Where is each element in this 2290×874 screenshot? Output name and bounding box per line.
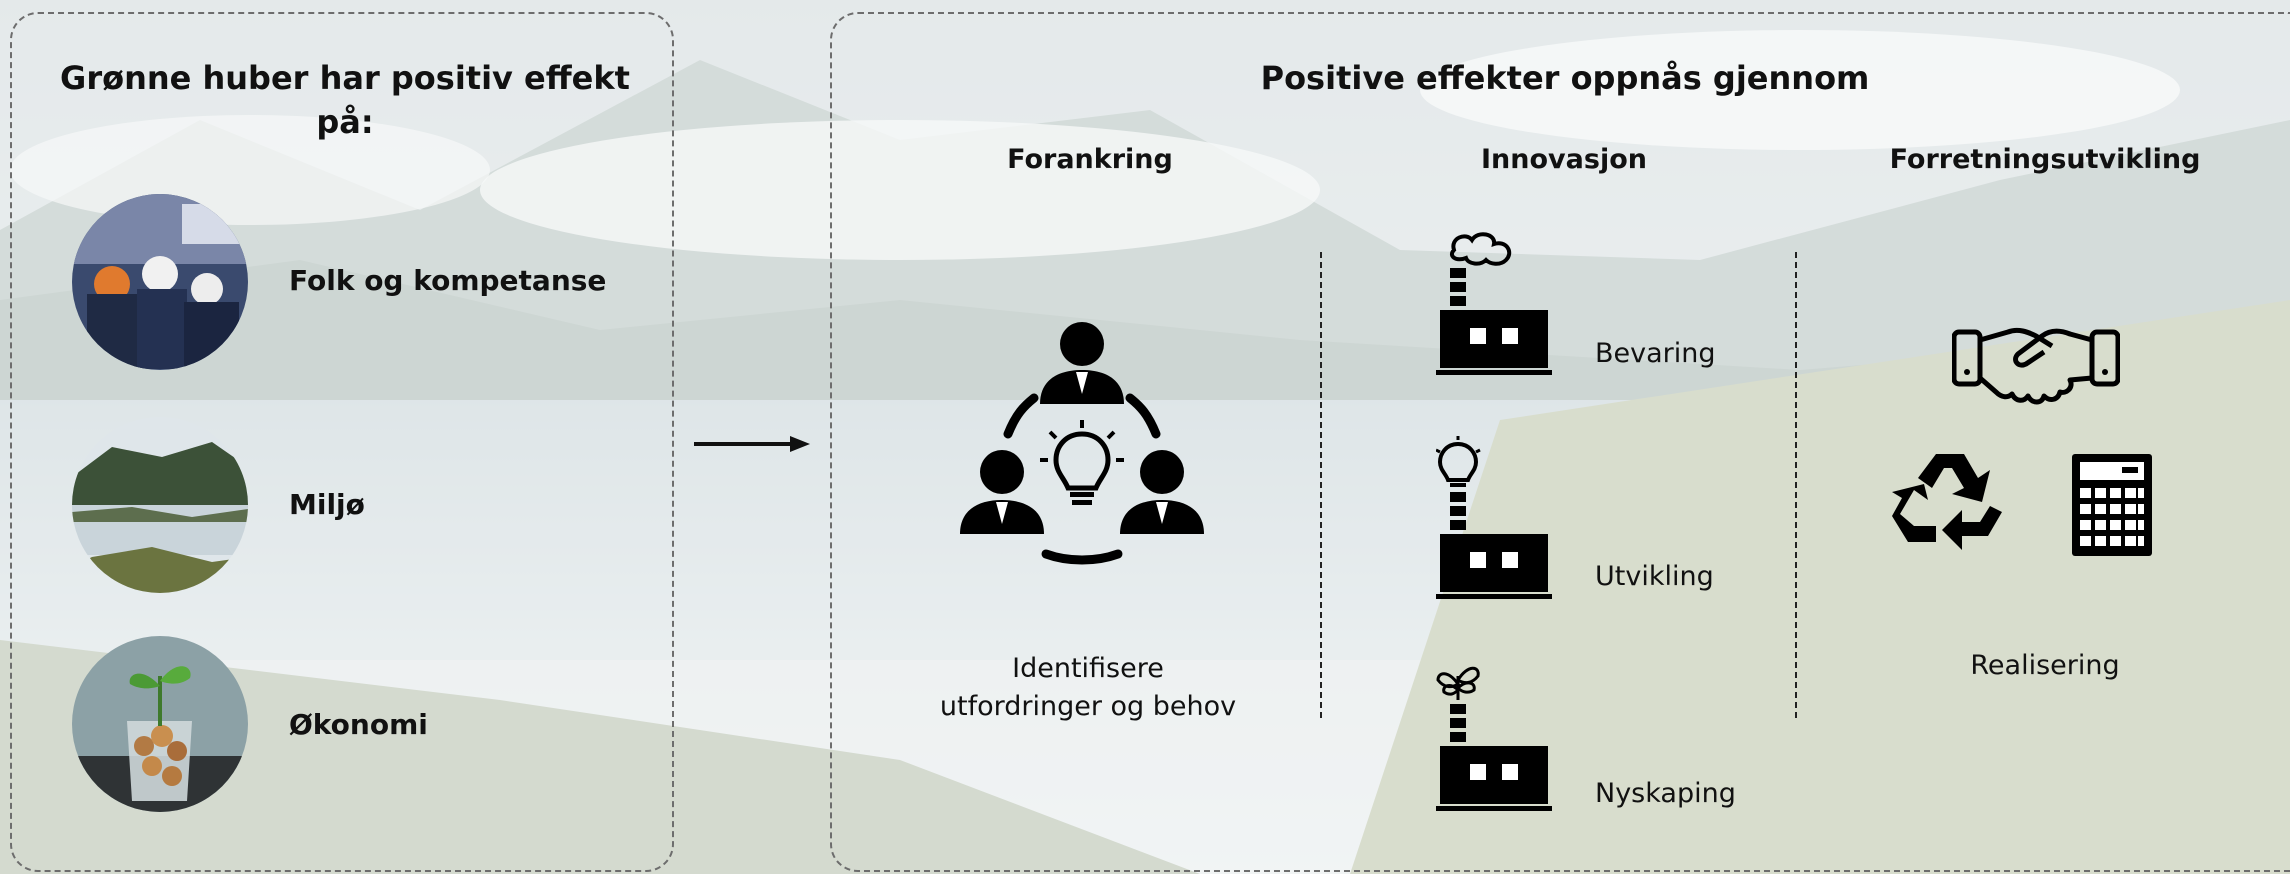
innovasjon-label-nyskaping: Nyskaping: [1595, 778, 1736, 809]
handshake-icon: [1952, 327, 2120, 405]
fjord-landscape-photo-icon: [72, 417, 248, 593]
left-title-line2: på:: [316, 103, 374, 141]
left-panel: [10, 12, 674, 872]
factory-lightbulb-icon: [1436, 436, 1552, 599]
left-title-line1: Grønne huber har positiv effekt: [60, 59, 630, 97]
forankring-caption-line1: Identifisere: [1012, 653, 1164, 684]
forankring-caption-line2: utfordringer og behov: [939, 691, 1237, 722]
recycle-icon: [1892, 454, 2002, 550]
item-label-okonomi: Økonomi: [289, 708, 428, 741]
factory-smoke-icon: [1436, 232, 1552, 375]
factory-sprout-icon: [1436, 666, 1552, 811]
column-divider-1: [1320, 252, 1322, 718]
column-divider-2: [1795, 252, 1797, 718]
forankring-caption: Identifisere utfordringer og behov: [918, 650, 1258, 726]
innovasjon-label-utvikling: Utvikling: [1595, 561, 1714, 592]
team-idea-icon: [960, 322, 1204, 565]
column-heading-forankring: Forankring: [1007, 144, 1173, 175]
right-panel-title: Positive effekter oppnås gjennom: [1260, 59, 1870, 97]
left-panel-title: Grønne huber har positiv effekt på:: [40, 56, 650, 144]
right-panel: [830, 12, 2290, 872]
arrow-right-icon: [694, 436, 810, 452]
forretningsutvikling-caption: Realisering: [1970, 650, 2120, 681]
item-label-miljo: Miljø: [289, 488, 365, 521]
innovasjon-label-bevaring: Bevaring: [1595, 338, 1716, 369]
column-heading-forretningsutvikling: Forretningsutvikling: [1889, 144, 2201, 175]
workers-photo-icon: [72, 194, 248, 370]
column-heading-innovasjon: Innovasjon: [1481, 144, 1647, 175]
calculator-keys: [2080, 488, 2144, 546]
item-label-folk: Folk og kompetanse: [289, 264, 607, 297]
coins-plant-jar-photo-icon: [72, 636, 248, 812]
